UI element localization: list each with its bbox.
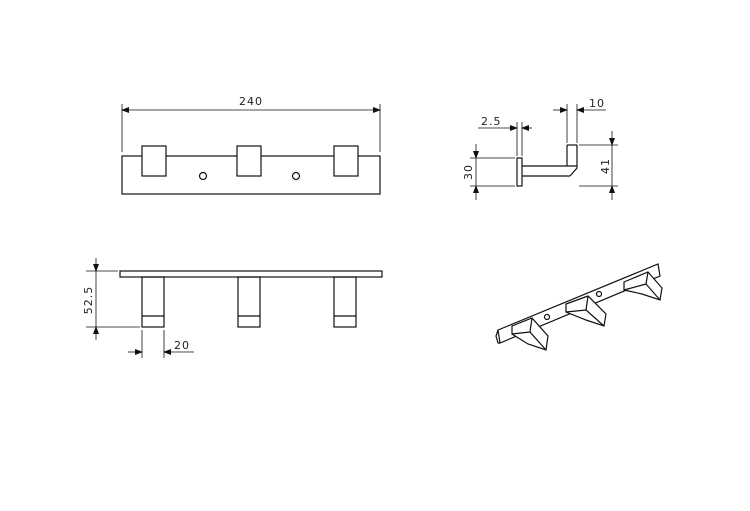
mounting-hole-1: [198, 171, 208, 181]
iso-plate: [497, 263, 661, 344]
hook-width-dimension-label: 10: [589, 97, 605, 110]
front-view: 240: [121, 95, 381, 195]
iso-hole-2: [595, 290, 603, 298]
top-view: 52.5 20: [82, 258, 383, 358]
side-plate: [516, 157, 523, 187]
side-hook-profile: [566, 145, 578, 177]
top-plate: [119, 270, 383, 278]
top-hook-1: [141, 276, 165, 328]
projection-dimension-label: 52.5: [82, 286, 95, 315]
mounting-hole-2: [291, 171, 301, 181]
thickness-dimension-label: 2.5: [481, 115, 502, 128]
side-view: 2.5 10 30 41: [462, 97, 618, 200]
top-hook-2: [237, 276, 261, 328]
isometric-view: [495, 263, 663, 351]
plate-height-dimension-label: 30: [462, 164, 475, 180]
hook-gap-dimension-label: 20: [174, 339, 190, 352]
hook-height-dimension-label: 41: [599, 158, 612, 174]
length-dimension-label: 240: [239, 95, 263, 108]
front-hook-2: [236, 145, 262, 177]
top-hook-3: [333, 276, 357, 328]
iso-hole-1: [543, 313, 551, 321]
front-hook-3: [333, 145, 359, 177]
front-hook-1: [141, 145, 167, 177]
